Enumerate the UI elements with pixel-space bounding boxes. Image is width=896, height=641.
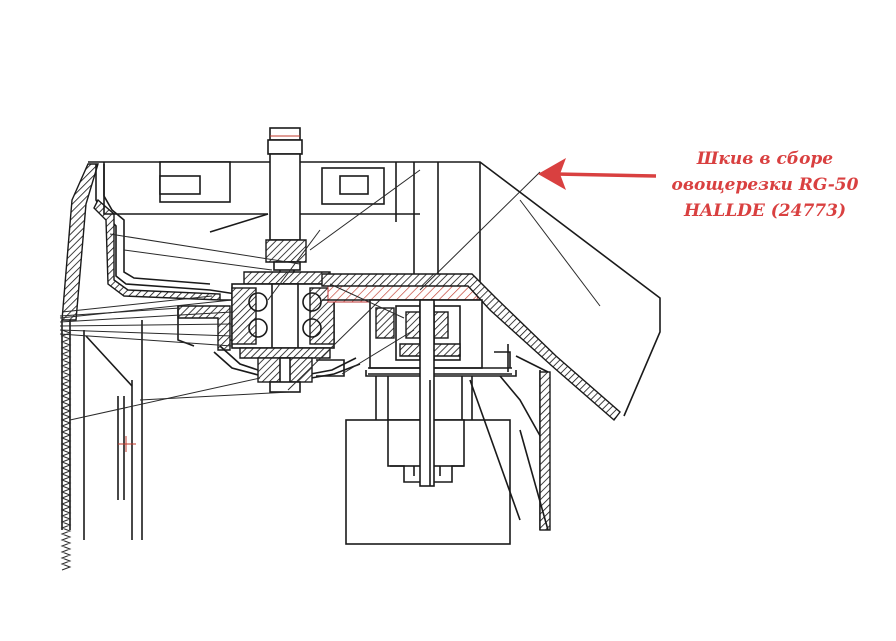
right-frame (469, 344, 551, 531)
left-housing-wall (60, 163, 237, 571)
callout-arrow (538, 158, 657, 190)
drive-shaft (265, 127, 307, 275)
top-cover (88, 161, 661, 417)
belt-and-construction-lines (59, 169, 601, 421)
callout-label: Шкив в сборе овощерезки RG-50 HALLDE (24… (640, 146, 890, 224)
callout-line-3: HALLDE (24773) (683, 201, 846, 221)
highlighted-plate (321, 273, 621, 422)
callout-line-2: овощерезки RG-50 (671, 175, 859, 195)
callout-line-1: Шкив в сборе (696, 149, 834, 169)
motor-housing (345, 299, 511, 545)
